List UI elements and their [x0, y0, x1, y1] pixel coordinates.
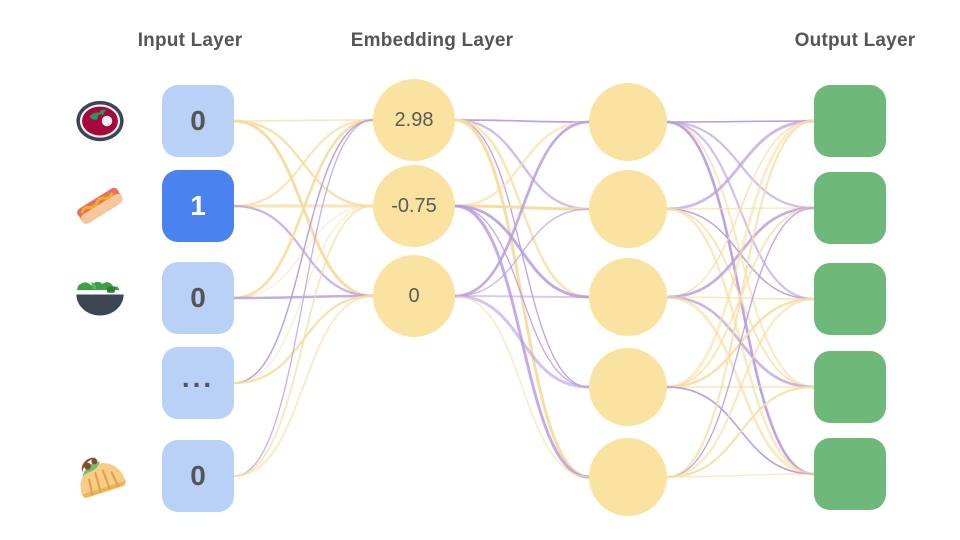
edge	[666, 207, 815, 478]
salad-bowl-icon	[72, 270, 128, 326]
edge	[454, 119, 590, 123]
edge	[453, 118, 591, 479]
embedding-node-value: 2.98	[394, 108, 434, 131]
edge	[233, 119, 374, 477]
beet-soup-bowl-icon	[72, 93, 128, 149]
input-node-4[interactable]: ...	[162, 347, 234, 419]
embedding-layer-title: Embedding Layer	[350, 30, 514, 51]
output-node-1[interactable]	[814, 85, 886, 157]
edge	[665, 119, 816, 389]
input-node-value: ...	[181, 362, 215, 393]
edge	[232, 118, 375, 208]
input-node-5[interactable]: 0	[162, 440, 234, 512]
hidden-node-5[interactable]	[589, 438, 667, 516]
embedding-node-value: 0	[408, 284, 420, 307]
edge	[453, 120, 591, 208]
edge	[666, 120, 815, 298]
edge	[665, 385, 816, 479]
output-layer-title: Output Layer	[794, 30, 916, 51]
edge	[454, 295, 590, 298]
input-node-value: 0	[190, 105, 206, 136]
input-node-3[interactable]: 0	[162, 262, 234, 334]
input-node-1[interactable]: 0	[162, 85, 234, 157]
output-node-4[interactable]	[814, 351, 886, 423]
edge	[665, 297, 816, 479]
edge	[232, 118, 375, 300]
edge	[454, 208, 590, 297]
edge	[453, 120, 591, 298]
edge	[233, 119, 374, 384]
edge	[666, 473, 815, 478]
input-layer-title: Input Layer	[137, 30, 243, 51]
hot-dog-icon	[72, 178, 128, 234]
input-node-value: 1	[190, 190, 206, 221]
hidden-node-4[interactable]	[589, 348, 667, 426]
embedding-node-value: -0.75	[391, 194, 437, 217]
edge	[233, 205, 374, 477]
edge	[665, 119, 816, 211]
embedding-node-1[interactable]: 2.98	[373, 79, 455, 161]
embedding-node-2[interactable]: -0.75	[373, 165, 455, 247]
edge	[233, 295, 374, 477]
edge	[233, 119, 374, 122]
output-node-3[interactable]	[814, 263, 886, 335]
input-node-value: 0	[190, 460, 206, 491]
hidden-node-1[interactable]	[589, 83, 667, 161]
edge	[454, 295, 590, 478]
input-node-2[interactable]: 1	[162, 170, 234, 242]
input-node-value: 0	[190, 282, 206, 313]
hidden-node-2[interactable]	[589, 170, 667, 248]
output-node-5[interactable]	[814, 438, 886, 510]
hidden-node-3[interactable]	[589, 258, 667, 336]
edge	[453, 294, 591, 389]
embedding-node-3[interactable]: 0	[373, 255, 455, 337]
edge	[665, 119, 816, 479]
output-node-2[interactable]	[814, 172, 886, 244]
edge	[666, 120, 815, 123]
taco-icon	[72, 448, 128, 504]
